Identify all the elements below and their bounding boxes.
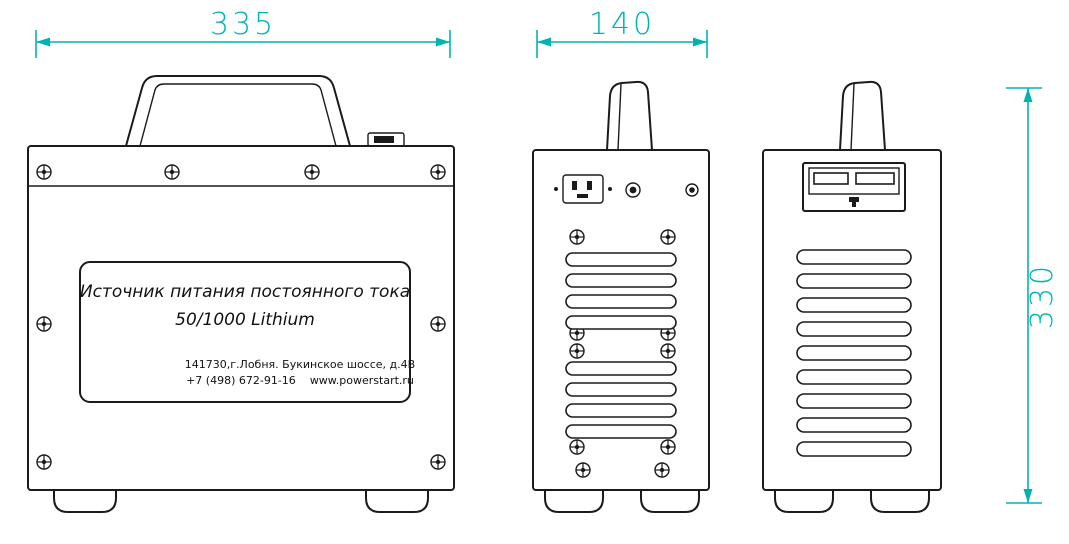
arrow-right-icon xyxy=(436,37,450,47)
vent-slot xyxy=(796,321,912,337)
socket-pin-right xyxy=(587,181,592,190)
vent-slot xyxy=(796,417,912,433)
power-socket xyxy=(554,174,612,204)
connector-terminal-right xyxy=(855,172,895,185)
screw-icon xyxy=(430,454,446,470)
side-view: Источник питания постоянного тока 50/100… xyxy=(27,75,455,513)
screw-icon xyxy=(430,316,446,332)
arrow-right-icon xyxy=(693,37,707,47)
dimension-front-width-value: 140 xyxy=(589,7,655,42)
screw-icon xyxy=(654,462,670,478)
round-connector xyxy=(625,182,641,198)
arrow-down-icon xyxy=(1023,489,1033,503)
connector-key-stem xyxy=(852,202,856,207)
arrow-up-icon xyxy=(1023,88,1033,102)
dimension-front-width: 140 xyxy=(536,7,708,58)
socket-body xyxy=(562,174,604,204)
back-vents xyxy=(796,249,912,457)
back-view xyxy=(762,80,942,513)
vent-slot xyxy=(565,382,677,397)
screw-icon xyxy=(660,439,676,455)
vent-slot xyxy=(796,441,912,457)
front-view xyxy=(532,80,710,513)
socket-mark-dot xyxy=(608,187,612,191)
vent-slot xyxy=(565,273,677,288)
nameplate: Источник питания постоянного тока 50/100… xyxy=(79,261,415,403)
foot xyxy=(870,489,930,513)
vent-slot xyxy=(565,403,677,418)
connector-key-notch xyxy=(849,197,859,202)
vent-slot xyxy=(565,252,677,267)
vent-slot xyxy=(796,297,912,313)
arrow-left-icon xyxy=(537,37,551,47)
screw-icon xyxy=(569,229,585,245)
dimension-height: 330 xyxy=(1006,87,1060,504)
dimension-side-width: 335 xyxy=(35,7,451,58)
foot xyxy=(544,489,604,513)
nameplate-title-line1: Источник питания постоянного тока xyxy=(80,282,410,302)
socket-pin-bottom xyxy=(577,194,588,198)
screw-icon xyxy=(660,343,676,359)
handle-back xyxy=(838,80,887,151)
output-connector xyxy=(802,162,906,212)
screw-icon xyxy=(164,164,180,180)
foot xyxy=(365,489,429,513)
handle-front-inner-line xyxy=(617,83,622,151)
nameplate-website: www.powerstart.ru xyxy=(310,374,414,387)
nameplate-phone: +7 (498) 672-91-16 xyxy=(186,374,296,387)
screw-icon xyxy=(36,316,52,332)
nameplate-title-line2: 50/1000 Lithium xyxy=(175,310,315,330)
screw-icon xyxy=(575,462,591,478)
handle-front xyxy=(605,80,654,151)
vent-slot xyxy=(796,393,912,409)
screw-icon xyxy=(304,164,320,180)
socket-mark-dot xyxy=(554,187,558,191)
front-vents xyxy=(565,252,677,439)
screw-icon xyxy=(660,229,676,245)
nameplate-frame xyxy=(79,261,411,403)
foot xyxy=(53,489,117,513)
socket-pin-left xyxy=(572,181,577,190)
screw-icon xyxy=(430,164,446,180)
dimension-height-value: 330 xyxy=(1025,263,1060,329)
handle-back-inner-line xyxy=(850,83,855,151)
foot xyxy=(640,489,700,513)
vent-slot xyxy=(565,294,677,309)
nameplate-address: 141730,г.Лобня. Букинское шоссе, д.4В xyxy=(185,358,415,371)
handle-side-inner-line xyxy=(139,83,337,147)
vent-slot xyxy=(796,369,912,385)
vent-slot xyxy=(796,345,912,361)
vent-slot xyxy=(565,361,677,376)
dimension-side-width-value: 335 xyxy=(210,7,276,42)
vent-slot xyxy=(565,315,677,330)
connector-terminal-left xyxy=(813,172,849,185)
screw-icon xyxy=(36,454,52,470)
round-connector xyxy=(685,183,699,197)
vent-slot xyxy=(796,273,912,289)
arrow-left-icon xyxy=(36,37,50,47)
power-switch-rocker xyxy=(374,136,394,143)
screw-icon xyxy=(569,439,585,455)
handle-side xyxy=(124,75,352,147)
screw-icon xyxy=(36,164,52,180)
vent-slot xyxy=(565,424,677,439)
vent-slot xyxy=(796,249,912,265)
foot xyxy=(774,489,834,513)
nameplate-contacts: +7 (498) 672-91-16 www.powerstart.ru xyxy=(186,374,414,387)
screw-icon xyxy=(569,343,585,359)
